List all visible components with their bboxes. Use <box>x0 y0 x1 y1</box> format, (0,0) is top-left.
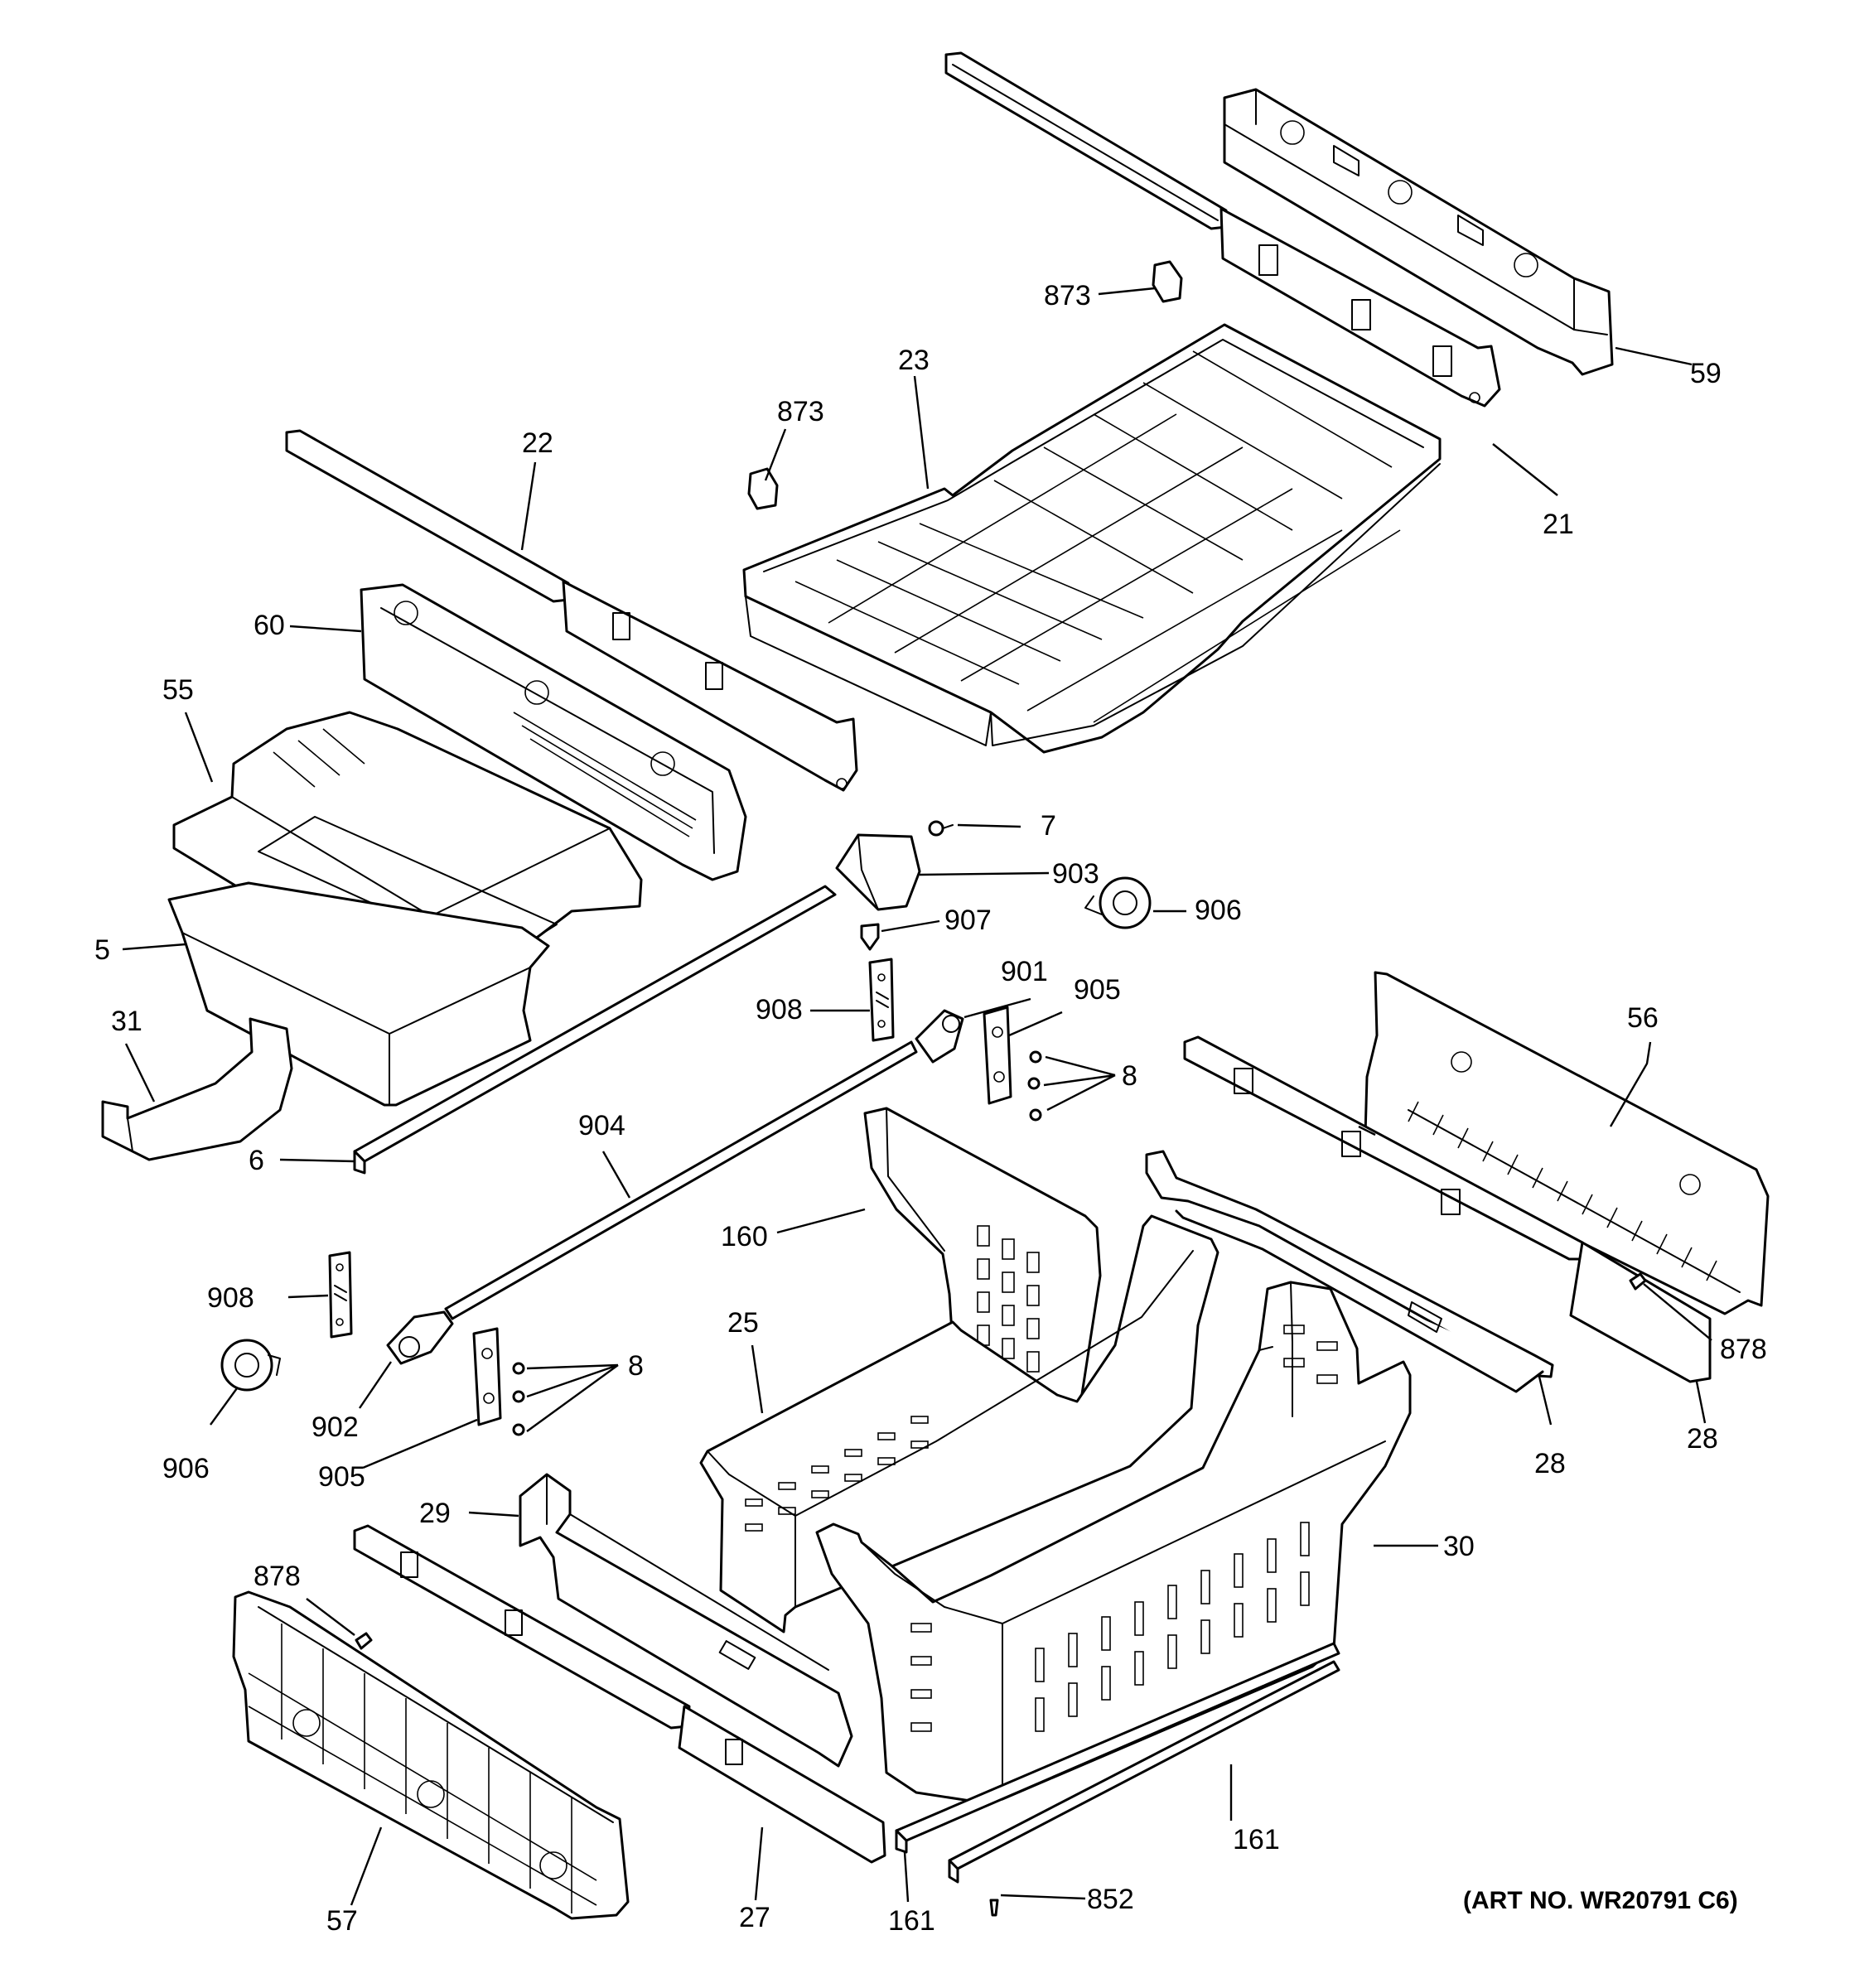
part-29-side-bracket <box>519 1473 853 1768</box>
part-878-screw-right <box>1629 1272 1647 1291</box>
callout-161-lower: 161 <box>888 1905 935 1937</box>
callout-labels: 873 59 873 23 22 21 60 55 7 903 906 907 … <box>94 280 1767 1937</box>
part-30-deep-basket <box>815 1281 1412 1804</box>
part-873-clip-upper <box>1152 260 1183 303</box>
callout-30: 30 <box>1443 1531 1475 1562</box>
callout-56: 56 <box>1627 1002 1659 1034</box>
callout-29: 29 <box>419 1498 451 1529</box>
part-28-slide-rail-inner <box>1145 1150 1554 1393</box>
callout-873-upper: 873 <box>1044 280 1091 311</box>
callout-906-lower: 906 <box>162 1453 210 1484</box>
callout-55: 55 <box>162 674 194 706</box>
leader-lines <box>122 287 1712 1906</box>
callout-27: 27 <box>739 1902 770 1933</box>
callout-878-right: 878 <box>1720 1334 1767 1365</box>
part-908-bracket-upper <box>868 958 895 1042</box>
part-908-bracket-lower <box>328 1251 353 1339</box>
callout-161-upper: 161 <box>1233 1824 1280 1855</box>
part-161-trim-strip-upper <box>895 1642 1340 1854</box>
part-905-bearing-upper <box>983 1006 1012 1105</box>
part-902-coupler <box>386 1310 454 1365</box>
part-852-screw <box>989 1899 999 1917</box>
callout-903: 903 <box>1052 858 1099 890</box>
callout-878-left: 878 <box>254 1561 301 1592</box>
callout-908-lower: 908 <box>207 1282 254 1314</box>
part-878-screw-left <box>355 1632 373 1650</box>
part-905-bearing-lower <box>472 1327 502 1426</box>
callout-7: 7 <box>1041 810 1056 842</box>
part-8-screws-lower <box>512 1362 525 1436</box>
callout-873-lower: 873 <box>777 396 824 427</box>
callout-21: 21 <box>1543 509 1574 540</box>
part-873-clip-lower <box>747 467 779 510</box>
part-60-rack-bracket <box>360 583 747 881</box>
callout-8-lower: 8 <box>628 1350 644 1382</box>
part-21-slide-rail <box>944 51 1501 408</box>
callout-28-left: 28 <box>1534 1448 1566 1479</box>
callout-902: 902 <box>312 1411 359 1443</box>
callout-905-lower: 905 <box>318 1461 365 1493</box>
part-8-screws-upper <box>1027 1050 1042 1122</box>
part-907-knob <box>860 923 880 951</box>
callout-905-upper: 905 <box>1074 974 1121 1006</box>
part-59-rail-bracket <box>1223 88 1614 376</box>
callout-6: 6 <box>249 1145 264 1176</box>
callout-5: 5 <box>94 934 110 966</box>
part-27-slide-rail <box>353 1524 886 1864</box>
part-23-wire-basket <box>742 323 1442 754</box>
part-906-gear-upper <box>1084 876 1152 929</box>
callout-901: 901 <box>1001 956 1048 987</box>
callout-59: 59 <box>1690 358 1722 389</box>
part-22-slide-rail <box>285 429 858 792</box>
callout-8-upper: 8 <box>1122 1060 1137 1092</box>
callout-60: 60 <box>254 610 285 641</box>
callout-907: 907 <box>944 905 992 936</box>
part-7-screw <box>928 820 954 837</box>
callout-57: 57 <box>326 1905 358 1937</box>
callout-906-upper: 906 <box>1195 895 1242 926</box>
part-31-shield <box>101 1017 293 1161</box>
callout-25: 25 <box>727 1307 759 1339</box>
callout-22: 22 <box>522 427 553 459</box>
part-901-coupler <box>915 1009 964 1064</box>
callout-852: 852 <box>1087 1884 1134 1915</box>
part-906-gear-lower <box>220 1339 281 1392</box>
part-6-rod <box>353 885 837 1175</box>
part-161-trim-strip-lower <box>948 1660 1340 1884</box>
part-5-bin-tray <box>167 881 550 1107</box>
part-903-housing <box>835 833 921 911</box>
part-57-rack-panel <box>232 1590 630 1920</box>
part-56-rack-panel <box>1364 971 1770 1315</box>
callout-28-right: 28 <box>1687 1423 1718 1455</box>
callout-908-upper: 908 <box>756 994 803 1025</box>
art-number: (ART NO. WR20791 C6) <box>1463 1887 1738 1914</box>
callout-904: 904 <box>578 1110 625 1141</box>
part-904-shaft <box>444 1040 918 1320</box>
callout-160: 160 <box>721 1221 768 1252</box>
callout-31: 31 <box>111 1006 142 1037</box>
callout-23: 23 <box>898 345 930 376</box>
part-28-slide-rail-outer <box>1183 1035 1712 1383</box>
